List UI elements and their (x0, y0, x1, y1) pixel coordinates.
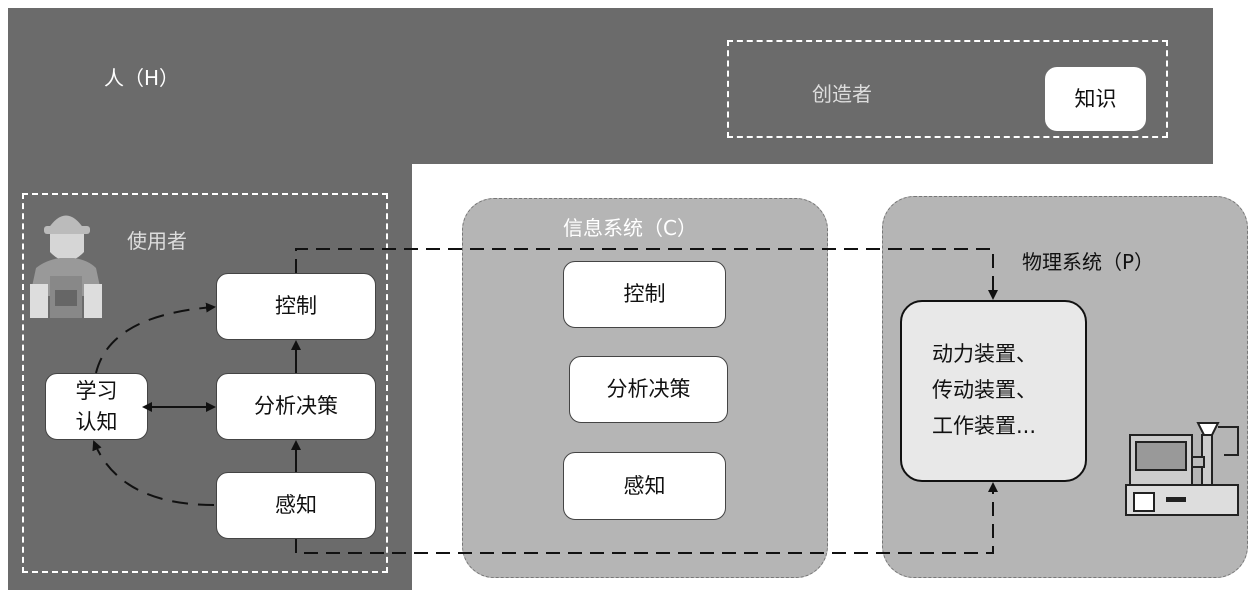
human-label: 人（H） (104, 66, 180, 90)
devices-box: 动力装置、 传动装置、 工作装置... (900, 300, 1087, 482)
user-control-box: 控制 (216, 273, 376, 340)
devices-line1: 动力装置、 (932, 342, 1037, 367)
machine-icon (1125, 422, 1239, 516)
info-analysis-box: 分析决策 (569, 356, 728, 423)
learning-line2: 认知 (75, 409, 118, 434)
learning-cognition-box: 学习 认知 (45, 373, 148, 440)
arrow-perception-to-learning (92, 440, 215, 506)
info-control-box: 控制 (563, 261, 726, 328)
arrow-learning-to-control (95, 302, 216, 374)
learning-line1: 学习 (75, 379, 118, 404)
arrow-control-to-physical (295, 248, 998, 300)
worker-icon (30, 215, 102, 318)
knowledge-box: 知识 (1045, 67, 1146, 131)
user-perception-box: 感知 (216, 472, 376, 539)
arrow-physical-to-perception (295, 482, 998, 554)
user-box (22, 193, 388, 573)
creator-label: 创造者 (812, 82, 872, 106)
info-perception-box: 感知 (563, 452, 726, 520)
user-analysis-box: 分析决策 (216, 373, 376, 440)
user-label: 使用者 (127, 229, 187, 253)
physical-system-title: 物理系统（P） (1022, 250, 1155, 274)
info-system-title: 信息系统（C） (563, 216, 697, 240)
devices-line3: 工作装置... (932, 413, 1037, 438)
creator-box (727, 40, 1168, 138)
devices-line2: 传动装置、 (932, 378, 1037, 403)
human-region-top (8, 8, 1213, 164)
